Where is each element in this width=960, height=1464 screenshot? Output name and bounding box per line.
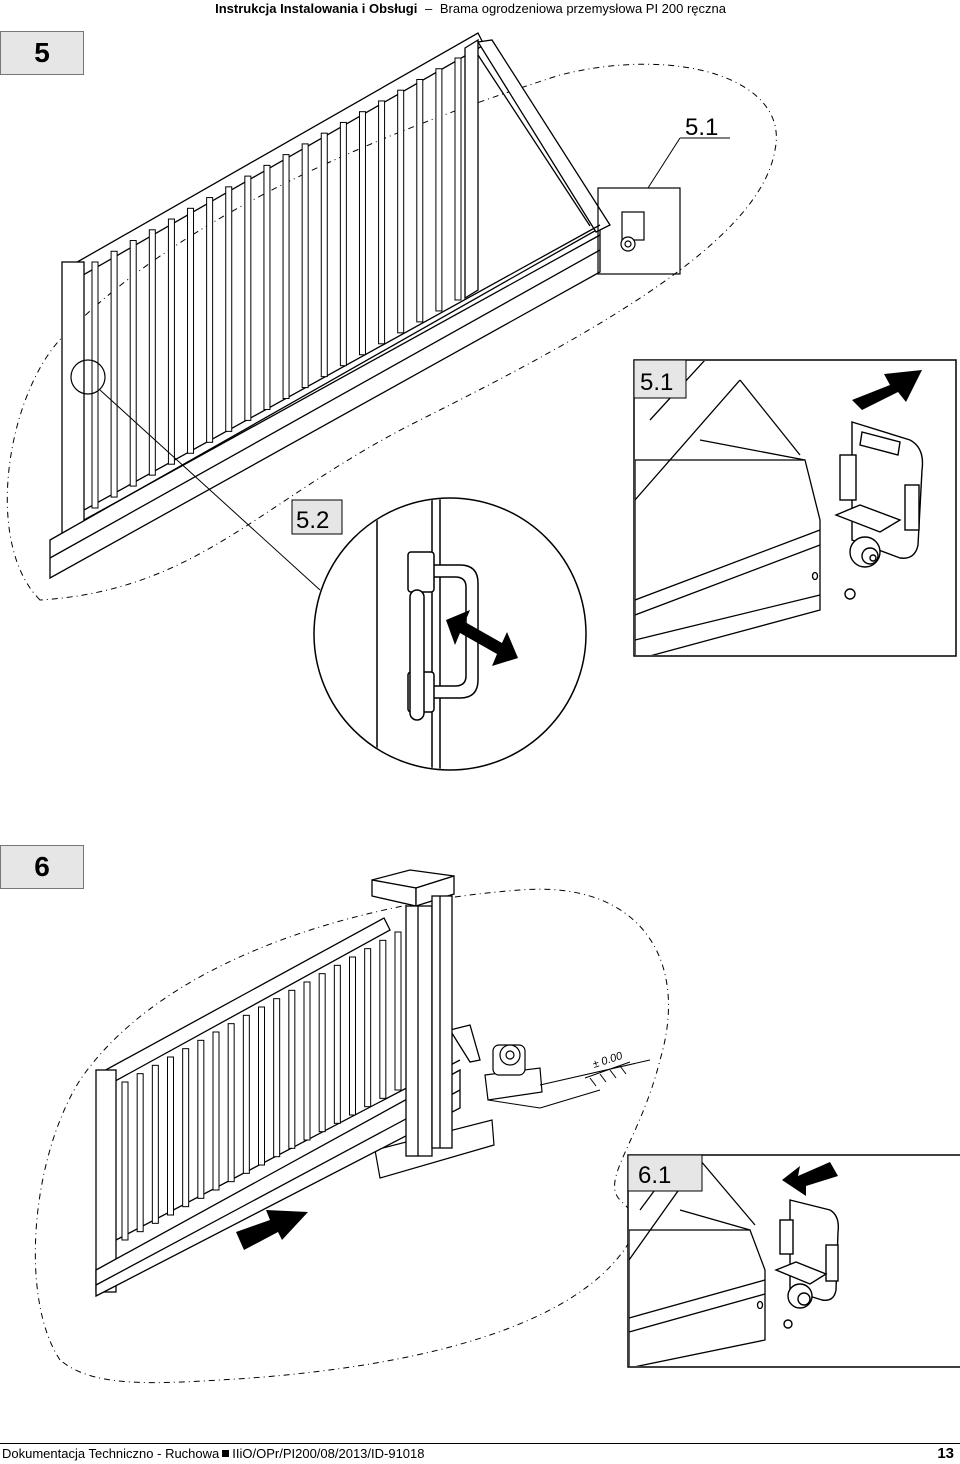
footer-doc-info: Dokumentacja Techniczno - Ruchowa IIiO/OP…	[2, 1444, 425, 1464]
detail-5-1-arrow	[852, 370, 922, 410]
detail-5-1-label: 5.1	[640, 369, 673, 396]
detail-5-2-arrow	[446, 610, 518, 666]
step6-dashed-outline	[34, 888, 669, 1384]
step6-post	[371, 869, 455, 1157]
detail-6-1-roller	[774, 1199, 840, 1329]
step-5-box: 5	[0, 31, 84, 75]
level-mark-label: ± 0.00	[591, 1050, 625, 1071]
step5-callout-circle	[70, 359, 106, 395]
detail-6-1-label: 6.1	[638, 1162, 671, 1189]
page-header: Instrukcja Instalowania i Obsługi – Bram…	[0, 0, 960, 18]
footer-doc-right: IIiO/OPr/PI200/08/2013/ID-91018	[232, 1446, 425, 1461]
step5-roller-small	[620, 211, 645, 252]
callout-5-1-top-label: 5.1	[685, 114, 718, 141]
step6-gate	[95, 917, 481, 1298]
step6-gate-bars	[121, 931, 402, 1241]
header-title: Instrukcja Instalowania i Obsługi	[215, 1, 418, 16]
square-bullet-icon	[222, 1450, 230, 1457]
detail-5-2-circle	[313, 497, 587, 771]
step6-level-mark	[584, 1061, 631, 1087]
step5-callout-box	[597, 187, 681, 275]
footer-doc-left: Dokumentacja Techniczno - Ruchowa	[2, 1446, 220, 1461]
detail-6-1-arrow	[782, 1162, 838, 1196]
step-6-box: 6	[0, 845, 84, 889]
header-subtitle: Brama ogrodzeniowa przemysłowa PI 200 rę…	[439, 1, 726, 16]
page-footer: Dokumentacja Techniczno - Ruchowa IIiO/OP…	[0, 1443, 960, 1464]
step6-arrow	[236, 1210, 308, 1250]
detail-5-2-label: 5.2	[296, 507, 329, 534]
page-number: 13	[937, 1445, 954, 1462]
step6-roller	[492, 1044, 526, 1076]
step5-gate	[49, 32, 611, 580]
header-separator: –	[425, 1, 433, 16]
detail-5-1-roller	[834, 421, 924, 600]
step5-gate-bars	[91, 57, 462, 509]
